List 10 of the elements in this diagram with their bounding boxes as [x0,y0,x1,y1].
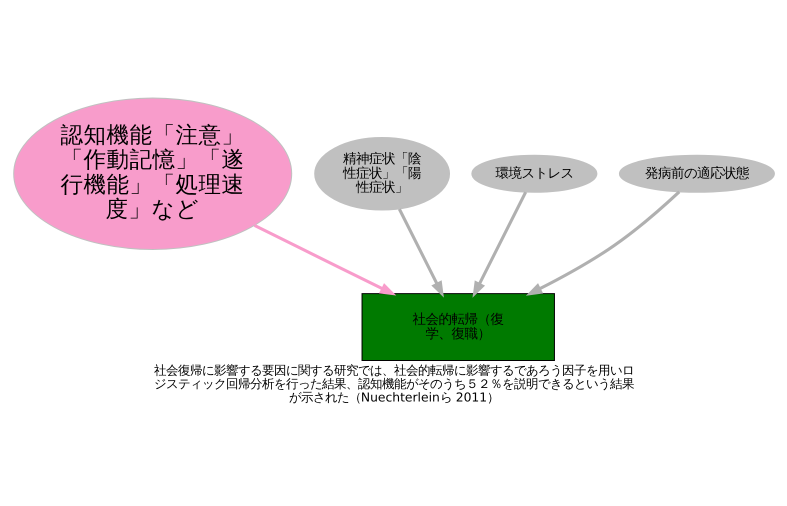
node-box: 社会的転帰（復学、復職） [361,292,554,361]
node-ellipse: 精神症状「陰性症状」「陽性症状」 [314,136,450,210]
arrow [472,190,527,298]
node-ellipse: 認知機能「注意」「作動記憶」「遂行機能」「処理速度」など [12,97,292,250]
arrow [525,190,680,296]
node-ellipse: 環境ストレス [470,154,597,192]
caption: 社会復帰に影響する要因に関する研究では、社会的転帰に影響するであろう因子を用いロジスティック回帰分析を行った結果、認知機能がそのうち５２％を説明できるという結果が示された（Nuechterleinら 2011） [153,363,634,404]
arrow [398,208,444,298]
node-ellipse: 発病前の適応状態 [618,154,774,192]
arrow [253,224,396,296]
